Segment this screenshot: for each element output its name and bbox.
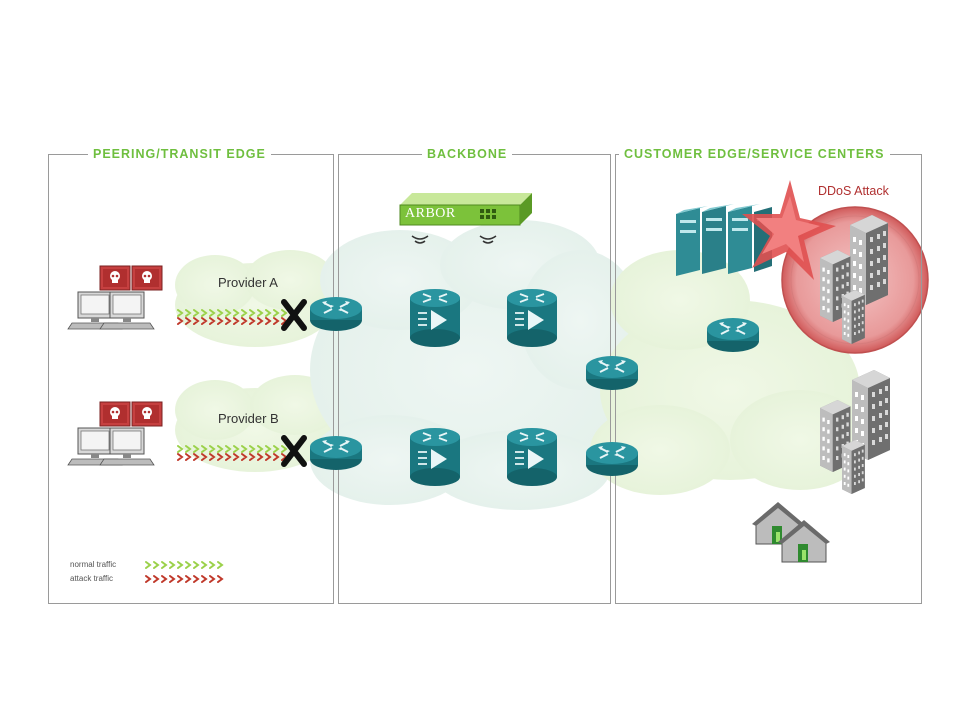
attacker-cluster-a [67, 265, 163, 330]
router-icon [309, 296, 363, 332]
ddos-attack-label: DDoS Attack [818, 184, 889, 198]
router-switch-icon [506, 427, 558, 487]
router-switch-icon [409, 288, 461, 348]
panel-title-customer: CUSTOMER EDGE/SERVICE CENTERS [619, 147, 890, 161]
router-icon [585, 355, 639, 391]
building-icon [842, 290, 865, 344]
ddos-burst-icon [742, 180, 836, 280]
arbor-brand-label: ARBOR [405, 206, 456, 221]
panel-title-backbone: BACKBONE [422, 147, 513, 161]
provider-a-cloud [175, 250, 335, 347]
legend-normal-label: normal traffic [70, 560, 117, 569]
traffic-arrows-a [177, 309, 288, 325]
router-switch-icon [409, 427, 461, 487]
legend-normal-arrows [145, 561, 224, 569]
attacker-cluster-b [67, 401, 163, 466]
block-x-icon [281, 299, 307, 331]
provider-a-label: Provider A [218, 275, 278, 290]
router-icon [309, 435, 363, 471]
building-icon [842, 440, 865, 494]
panel-title-peering: PEERING/TRANSIT EDGE [88, 147, 271, 161]
legend-attack-arrows [145, 575, 224, 583]
provider-b-label: Provider B [218, 411, 279, 426]
router-icon [706, 317, 760, 353]
block-x-icon [281, 435, 307, 467]
legend-attack-label: attack traffic [70, 574, 113, 583]
router-switch-icon [506, 288, 558, 348]
router-icon [585, 441, 639, 477]
arbor-appliance [399, 193, 532, 244]
traffic-arrows-b [177, 445, 288, 461]
